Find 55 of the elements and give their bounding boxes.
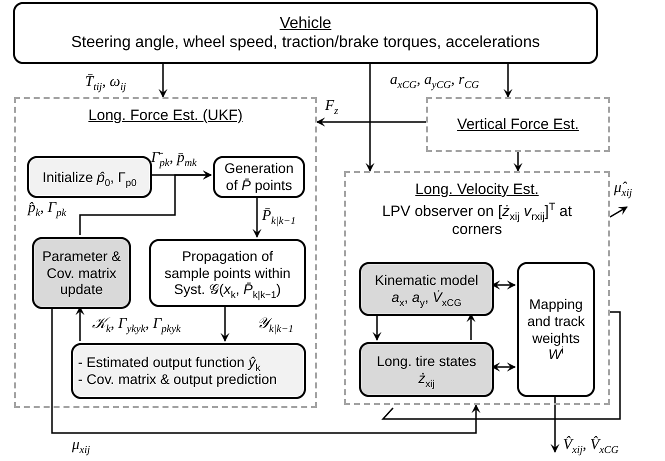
edge-label: a$_{xCG}$, a$_{yCG}$, r$_{CG}$ — [390, 72, 479, 88]
node-label: Long. tire states — [376, 352, 478, 370]
estimator-panel — [344, 171, 610, 405]
process-box — [213, 156, 305, 198]
process-box — [517, 262, 595, 397]
process-box — [359, 262, 494, 316]
arrow — [504, 64, 512, 98]
arrow — [252, 196, 262, 238]
node-label: Steering angle, wheel speed, traction/brake torques, accelerations — [70, 33, 541, 52]
node-label: a$_{x}$, a$_{y}$, V̇$_{xCG}$ — [390, 289, 462, 306]
node-label: - Cov. matrix & output prediction — [77, 371, 278, 388]
heading: Long. Force Est. (UKF) — [87, 107, 244, 125]
node-label: Initialize p̂$_{0}$, Γ$_{p0}$ — [41, 168, 138, 186]
arrow — [514, 152, 522, 172]
node-label: Kinematic model — [374, 272, 480, 289]
process-box — [359, 342, 494, 397]
node-label: Mapping and track weights — [526, 296, 586, 346]
estimator-panel — [14, 97, 317, 408]
node-label: Generation of P̄ points — [223, 160, 295, 194]
edge-label: T̄$_{tij}$, ω$_{ij}$ — [85, 74, 126, 90]
arrow — [79, 170, 212, 235]
arrow — [220, 305, 230, 342]
heading: Vertical Force Est. — [456, 116, 580, 134]
edge-label: 𝒴$_{k|k−1}$ — [257, 316, 294, 332]
arrow — [366, 64, 374, 172]
arrow — [466, 313, 476, 340]
edge-label: V̂$_{xij}$, V̂$_{xCG}$ — [563, 437, 619, 454]
edge-label: Γ̄$_{pk}$, p̄$_{mk}$ — [151, 150, 197, 166]
node-label: ż̇$_{xij}$ — [417, 370, 436, 386]
arrow — [76, 306, 84, 341]
edge-label: F$_{z}$ — [325, 98, 338, 114]
edge-label: 𝒦$_{k}$, Γ$_{ykyk}$, Γ$_{pkyk}$ — [92, 316, 181, 332]
edge-label: P̄$_{k|k−1}$ — [262, 208, 296, 224]
process-box — [32, 237, 131, 309]
node-label: LPV observer on [ż$_{xij}$ v$_{rxij}$]$^{T}$ at corners — [381, 203, 573, 239]
arrow — [316, 118, 426, 126]
process-box — [149, 239, 306, 307]
edge-label: μ̂$_{xij}$ — [614, 180, 632, 196]
heading: Long. Velocity Est. — [414, 181, 540, 199]
heading: Vehicle — [278, 14, 332, 33]
process-box — [71, 343, 306, 399]
arrow — [610, 206, 628, 218]
arrow — [51, 307, 480, 434]
arrow — [372, 314, 382, 341]
node-label: - Estimated output function ŷ$_{k}$ — [77, 354, 260, 371]
node-label: Propagation of sample points within Syst. 𝒢(x$_{k}$, P̄$_{k|k−1}$) — [163, 248, 292, 298]
process-box — [27, 156, 152, 198]
edge-label: μ$_{xij}$ — [72, 437, 90, 454]
arrow — [550, 395, 560, 453]
node-label: Parameter & Cov. matrix update — [41, 248, 122, 298]
node-label: W$^{i}$ — [548, 346, 564, 364]
edge-label: p̂$_{k}$, Γ$_{pk}$ — [28, 200, 66, 216]
arrow — [158, 64, 168, 98]
estimator-panel — [426, 97, 610, 152]
vehicle-box — [13, 2, 598, 64]
